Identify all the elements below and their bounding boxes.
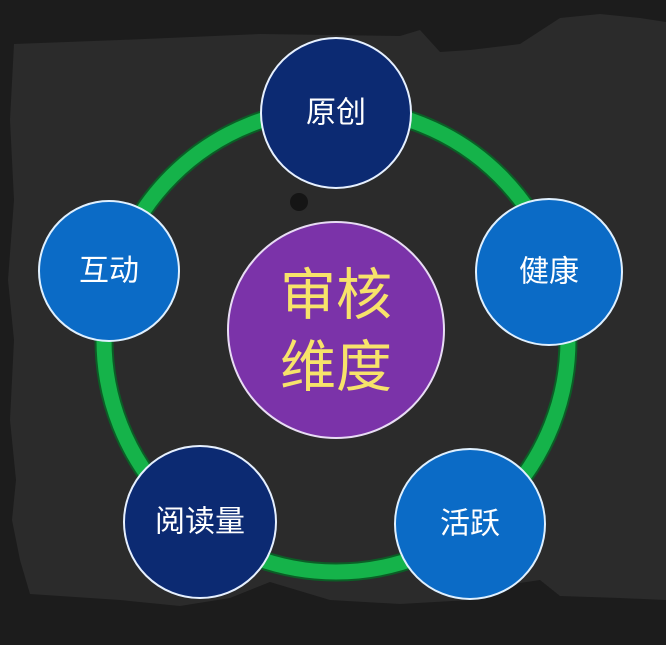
- node-circle-interaction: [38, 200, 180, 342]
- center-hub: 审核 维度: [227, 221, 445, 439]
- node-circle-readership: [123, 445, 277, 599]
- node-label-interaction: 互动: [79, 254, 139, 289]
- node-label-health: 健康: [519, 255, 579, 290]
- center-label-line1: 审核: [280, 264, 392, 329]
- node-active: 活跃: [394, 448, 546, 600]
- node-health: 健康: [475, 198, 623, 346]
- node-interaction: 互动: [38, 200, 180, 342]
- center-circle: [227, 221, 445, 439]
- node-label-active: 活跃: [440, 507, 500, 542]
- node-circle-original: [260, 37, 412, 189]
- node-readership: 阅读量: [123, 445, 277, 599]
- node-original: 原创: [260, 37, 412, 189]
- node-label-original: 原创: [306, 96, 366, 131]
- decorative-dot: [290, 193, 308, 211]
- node-circle-active: [394, 448, 546, 600]
- node-circle-health: [475, 198, 623, 346]
- node-label-readership: 阅读量: [155, 505, 245, 540]
- center-label-line2: 维度: [280, 336, 392, 401]
